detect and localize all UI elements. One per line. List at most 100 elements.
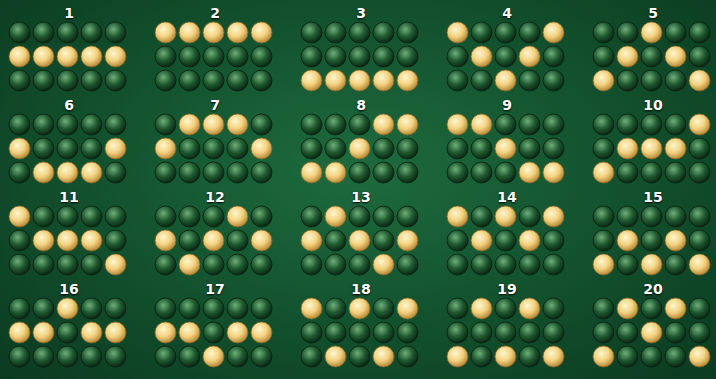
unlit-ball: [373, 22, 394, 43]
unlit-ball: [641, 70, 662, 91]
unlit-ball: [471, 322, 492, 343]
unlit-ball: [593, 206, 614, 227]
unlit-ball: [203, 162, 224, 183]
lit-ball: [543, 22, 564, 43]
unlit-ball: [397, 46, 418, 67]
lit-ball: [447, 206, 468, 227]
unlit-ball: [33, 298, 54, 319]
lit-ball: [349, 230, 370, 251]
unlit-ball: [179, 346, 200, 367]
unlit-ball: [471, 162, 492, 183]
lit-ball: [519, 230, 540, 251]
unlit-ball: [689, 298, 710, 319]
payline-number: 9: [487, 97, 527, 113]
lit-ball: [9, 322, 30, 343]
lit-ball: [397, 230, 418, 251]
lit-ball: [33, 162, 54, 183]
unlit-ball: [349, 346, 370, 367]
unlit-ball: [227, 298, 248, 319]
unlit-ball: [665, 346, 686, 367]
lit-ball: [203, 114, 224, 135]
lit-ball: [105, 46, 126, 67]
unlit-ball: [641, 162, 662, 183]
unlit-ball: [325, 230, 346, 251]
lit-ball: [495, 70, 516, 91]
lit-ball: [325, 162, 346, 183]
payline-number: 16: [49, 281, 89, 297]
lit-ball: [155, 22, 176, 43]
unlit-ball: [251, 46, 272, 67]
lit-ball: [301, 162, 322, 183]
unlit-ball: [301, 114, 322, 135]
unlit-ball: [155, 46, 176, 67]
payline-number: 7: [195, 97, 235, 113]
unlit-ball: [33, 206, 54, 227]
unlit-ball: [81, 346, 102, 367]
unlit-ball: [227, 254, 248, 275]
unlit-ball: [105, 298, 126, 319]
unlit-ball: [495, 46, 516, 67]
unlit-ball: [641, 298, 662, 319]
unlit-ball: [81, 22, 102, 43]
unlit-ball: [251, 114, 272, 135]
unlit-ball: [447, 70, 468, 91]
unlit-ball: [57, 254, 78, 275]
payline-number: 6: [49, 97, 89, 113]
unlit-ball: [397, 22, 418, 43]
unlit-ball: [373, 206, 394, 227]
unlit-ball: [349, 114, 370, 135]
lit-ball: [593, 70, 614, 91]
lit-ball: [689, 70, 710, 91]
unlit-ball: [349, 206, 370, 227]
unlit-ball: [617, 22, 638, 43]
unlit-ball: [349, 254, 370, 275]
unlit-ball: [519, 254, 540, 275]
lit-ball: [203, 22, 224, 43]
unlit-ball: [251, 254, 272, 275]
unlit-ball: [471, 206, 492, 227]
unlit-ball: [155, 70, 176, 91]
lit-ball: [57, 298, 78, 319]
unlit-ball: [105, 70, 126, 91]
unlit-ball: [397, 254, 418, 275]
lit-ball: [617, 138, 638, 159]
lit-ball: [33, 230, 54, 251]
lit-ball: [301, 298, 322, 319]
lit-ball: [373, 114, 394, 135]
unlit-ball: [105, 114, 126, 135]
payline-number: 15: [633, 189, 673, 205]
payline-number: 4: [487, 5, 527, 21]
payline-number: 18: [341, 281, 381, 297]
unlit-ball: [301, 206, 322, 227]
lit-ball: [57, 230, 78, 251]
unlit-ball: [519, 70, 540, 91]
unlit-ball: [155, 254, 176, 275]
lit-ball: [689, 114, 710, 135]
unlit-ball: [325, 22, 346, 43]
unlit-ball: [9, 70, 30, 91]
unlit-ball: [397, 138, 418, 159]
unlit-ball: [105, 22, 126, 43]
lit-ball: [251, 138, 272, 159]
unlit-ball: [495, 254, 516, 275]
unlit-ball: [227, 162, 248, 183]
unlit-ball: [81, 114, 102, 135]
lit-ball: [81, 46, 102, 67]
unlit-ball: [301, 138, 322, 159]
unlit-ball: [665, 22, 686, 43]
lit-ball: [665, 138, 686, 159]
unlit-ball: [397, 346, 418, 367]
unlit-ball: [203, 254, 224, 275]
unlit-ball: [325, 298, 346, 319]
unlit-ball: [471, 70, 492, 91]
unlit-ball: [495, 230, 516, 251]
unlit-ball: [33, 114, 54, 135]
lit-ball: [471, 114, 492, 135]
unlit-ball: [9, 298, 30, 319]
lit-ball: [33, 46, 54, 67]
unlit-ball: [495, 162, 516, 183]
unlit-ball: [617, 346, 638, 367]
unlit-ball: [593, 230, 614, 251]
unlit-ball: [325, 138, 346, 159]
lit-ball: [203, 346, 224, 367]
